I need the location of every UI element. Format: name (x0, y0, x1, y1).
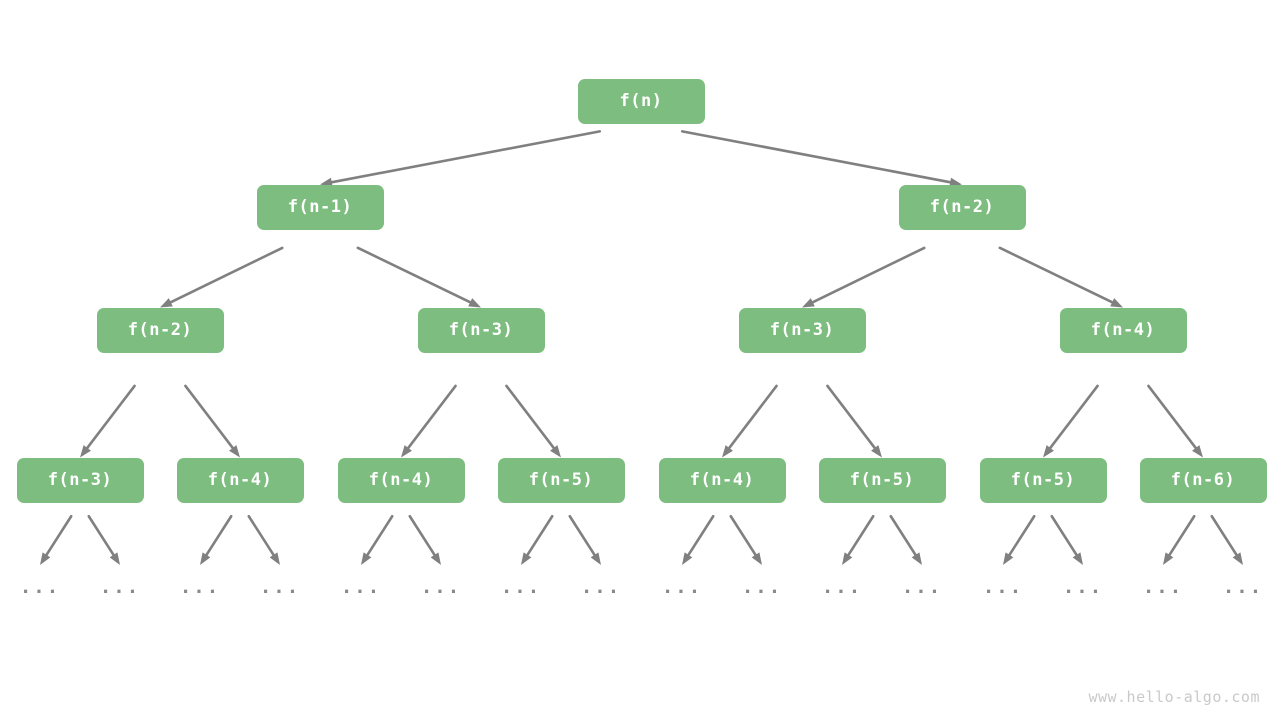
tree-node: f(n-5) (979, 457, 1107, 503)
tree-edge (320, 130, 602, 187)
ellipsis-marker: ... (99, 576, 141, 598)
tree-edge (160, 246, 284, 308)
ellipsis-marker: ... (1142, 576, 1184, 598)
tree-node: f(n-1) (256, 184, 384, 230)
tree-edge-leaf (247, 514, 280, 565)
tree-edge (1043, 384, 1099, 458)
tree-edge (1147, 384, 1203, 458)
tree-edge-leaf (729, 514, 762, 565)
tree-edge (722, 384, 778, 458)
tree-edge (80, 384, 136, 458)
tree-edge-leaf (361, 514, 394, 565)
tree-edge-leaf (682, 514, 715, 565)
tree-node: f(n-4) (337, 457, 465, 503)
watermark: www.hello-algo.com (1088, 688, 1260, 706)
ellipsis-marker: ... (901, 576, 943, 598)
tree-edge (356, 246, 481, 308)
tree-node: f(n-3) (738, 307, 866, 353)
tree-edge (826, 384, 882, 458)
tree-node: f(n-4) (176, 457, 304, 503)
tree-node: f(n-5) (818, 457, 946, 503)
ellipsis-marker: ... (580, 576, 622, 598)
tree-edge-leaf (200, 514, 233, 565)
tree-edge (802, 246, 926, 308)
tree-node: f(n-4) (658, 457, 786, 503)
ellipsis-marker: ... (982, 576, 1024, 598)
tree-edge-leaf (568, 514, 601, 565)
tree-node: f(n-3) (417, 307, 545, 353)
ellipsis-marker: ... (19, 576, 61, 598)
tree-edge-leaf (1210, 514, 1243, 565)
ellipsis-marker: ... (741, 576, 783, 598)
tree-edge (505, 384, 561, 458)
tree-node: f(n-2) (898, 184, 1026, 230)
ellipsis-marker: ... (821, 576, 863, 598)
ellipsis-marker: ... (1062, 576, 1104, 598)
tree-edge-leaf (1003, 514, 1036, 565)
ellipsis-marker: ... (420, 576, 462, 598)
tree-node: f(n-3) (16, 457, 144, 503)
tree-edge (998, 246, 1123, 308)
ellipsis-marker: ... (179, 576, 221, 598)
tree-edge-leaf (40, 514, 73, 565)
ellipsis-marker: ... (1222, 576, 1264, 598)
tree-edge-leaf (521, 514, 554, 565)
tree-edge-leaf (408, 514, 441, 565)
ellipsis-marker: ... (259, 576, 301, 598)
tree-node: f(n-6) (1139, 457, 1267, 503)
ellipsis-marker: ... (500, 576, 542, 598)
tree-edge-leaf (889, 514, 922, 565)
tree-edge-leaf (87, 514, 120, 565)
tree-edge-leaf (1050, 514, 1083, 565)
tree-edge (401, 384, 457, 458)
tree-edge (680, 130, 962, 187)
ellipsis-marker: ... (340, 576, 382, 598)
tree-node: f(n-2) (96, 307, 224, 353)
tree-node: f(n-4) (1059, 307, 1187, 353)
tree-edge (184, 384, 240, 458)
tree-edge-leaf (1163, 514, 1196, 565)
tree-node: f(n) (577, 78, 705, 124)
tree-edge-leaf (842, 514, 875, 565)
ellipsis-marker: ... (661, 576, 703, 598)
tree-node: f(n-5) (497, 457, 625, 503)
